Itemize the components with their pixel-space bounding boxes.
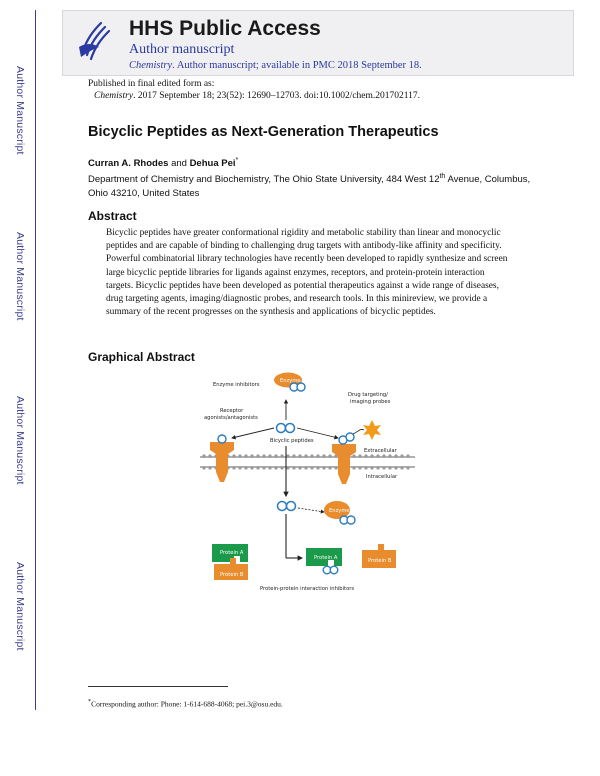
paper-title: Bicyclic Peptides as Next-Generation The… <box>88 124 439 140</box>
protein-b-label: Protein B <box>220 572 244 578</box>
bicyclic-peptides-label: Bicyclic peptides <box>270 438 314 444</box>
affiliation-text: Department of Chemistry and Biochemistry… <box>88 174 440 186</box>
enzyme-top: Enzyme <box>274 372 306 392</box>
author-line: Curran A. Rhodes and Dehua Pei* <box>88 157 238 169</box>
protein-a2-label: Protein A <box>314 555 338 561</box>
footnote: *Corresponding author: Phone: 1-614-688-… <box>88 698 283 709</box>
citation-text: . 2017 September 18; 23(52): 12690–12703… <box>133 91 421 101</box>
hhs-title: HHS Public Access <box>129 17 321 40</box>
receptor-label-1: Receptor <box>220 408 244 414</box>
affiliation-rest: Avenue, Columbus, Ohio 43210, United Sta… <box>88 174 531 200</box>
side-label-3: Author Manuscript <box>14 396 26 485</box>
bicyclic-peptide-center <box>275 422 296 434</box>
footnote-mark: * <box>88 698 92 705</box>
availability-line: Chemistry. Author manuscript; available … <box>129 60 422 71</box>
probe-star-icon <box>363 420 381 440</box>
graphical-abstract-figure: Enzyme Enzyme inhibitors Bicyclic peptid… <box>200 372 415 592</box>
side-label-1: Author Manuscript <box>14 66 26 155</box>
corresponding-mark: * <box>235 157 239 164</box>
affiliation-ordinal: th <box>439 173 446 180</box>
bicyclic-peptide-intracellular <box>276 500 297 512</box>
journal-name: Chemistry <box>129 60 173 71</box>
enzyme-top-label: Enzyme <box>280 378 301 384</box>
publication-info: Published in final edited form as: Chemi… <box>88 78 420 102</box>
hhs-header: HHS Public Access Author manuscript Chem… <box>62 10 574 76</box>
receptor-right <box>332 429 365 484</box>
cell-membrane <box>200 454 415 470</box>
protein-a-label: Protein A <box>220 550 244 556</box>
ppi-label: Protein-protein interaction inhibitors <box>260 586 354 592</box>
enzyme-inhibitors-label: Enzyme inhibitors <box>213 382 260 388</box>
arrow-to-enzyme-bottom <box>297 507 325 514</box>
side-rule <box>35 10 36 710</box>
citation-journal: Chemistry <box>94 91 134 101</box>
availability-text: . Author manuscript; available in PMC 20… <box>172 60 422 71</box>
drug-targeting-label-1: Drug targeting/ <box>348 392 388 398</box>
graphical-abstract-heading: Graphical Abstract <box>88 350 195 364</box>
published-label: Published in final edited form as: <box>88 79 215 89</box>
receptor-label-2: agonists/antagonists <box>204 415 258 421</box>
author-pei: Dehua Pei <box>189 158 236 170</box>
abstract-heading: Abstract <box>88 209 137 223</box>
side-label-4: Author Manuscript <box>14 562 26 651</box>
citation: Chemistry. 2017 September 18; 23(52): 12… <box>88 90 420 102</box>
protein-complex: Protein A Protein B <box>212 544 248 580</box>
drug-targeting-label-2: imaging probes <box>350 399 391 405</box>
protein-b-free: Protein B <box>362 544 396 568</box>
author-rhodes: Curran A. Rhodes <box>88 158 169 170</box>
receptor-left <box>210 434 234 482</box>
intracellular-label: Intracellular <box>366 474 398 480</box>
footnote-text: Corresponding author: Phone: 1-614-688-4… <box>91 699 283 709</box>
protein-a-inhibited: Protein A <box>306 548 342 575</box>
protein-b2-label: Protein B <box>368 558 392 564</box>
author-and: and <box>171 158 187 170</box>
author-manuscript-label: Author manuscript <box>129 42 235 57</box>
hhs-eagle-logo-icon <box>79 21 111 61</box>
side-label-2: Author Manuscript <box>14 232 26 321</box>
extracellular-label: Extracellular <box>364 448 398 454</box>
enzyme-bottom-label: Enzyme <box>329 508 350 514</box>
abstract-text: Bicyclic peptides have greater conformat… <box>106 228 508 318</box>
arrow-to-receptor <box>231 427 275 440</box>
footnote-rule <box>88 686 228 687</box>
affiliation: Department of Chemistry and Biochemistry… <box>88 170 548 201</box>
arrow-to-probe <box>296 427 339 440</box>
enzyme-bottom: Enzyme <box>324 501 356 525</box>
